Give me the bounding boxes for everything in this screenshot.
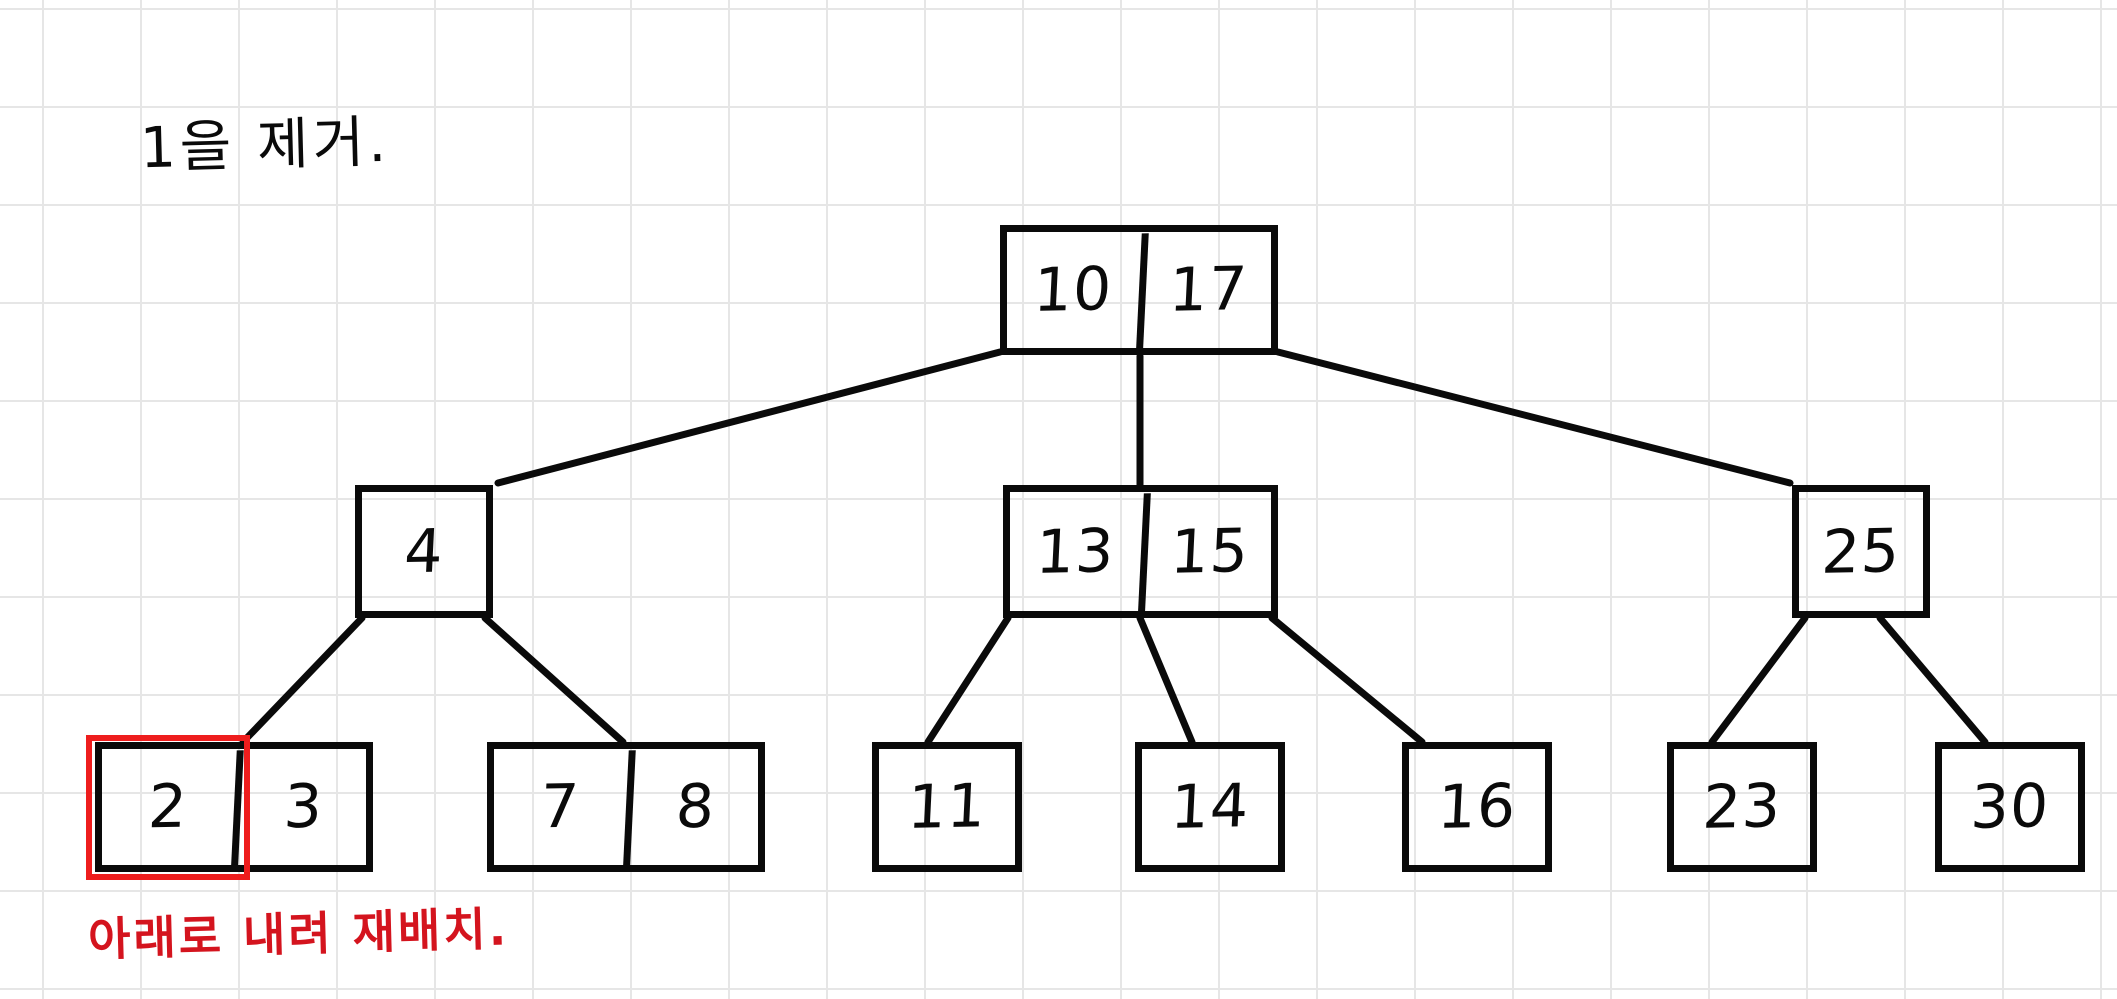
btree-key-cell[interactable]: 7	[538, 771, 582, 843]
btree-node-leaf-2[interactable]: 7 8	[487, 742, 765, 872]
btree-node-leaf-4[interactable]: 14	[1135, 742, 1285, 872]
btree-node-internal-right[interactable]: 25	[1792, 485, 1930, 618]
btree-node-leaf-7[interactable]: 30	[1935, 742, 2085, 872]
btree-key-cell[interactable]: 10	[1032, 254, 1114, 326]
btree-key-cell[interactable]: 8	[623, 747, 761, 867]
edge-internal-left-to-leaf-2	[481, 614, 627, 746]
edge-internal-left-to-leaf-1	[239, 614, 366, 746]
btree-key-cell[interactable]: 16	[1436, 771, 1518, 843]
btree-node-internal-middle[interactable]: 13 15	[1003, 485, 1278, 618]
edge-root-to-internal-right	[1274, 348, 1794, 487]
btree-node-leaf-1[interactable]: 2 3	[95, 742, 373, 872]
btree-key-cell[interactable]: 13	[1034, 515, 1117, 588]
btree-key-cell[interactable]: 25	[1820, 515, 1902, 588]
btree-key-cell[interactable]: 11	[906, 771, 988, 843]
edge-internal-middle-to-leaf-5	[1268, 614, 1426, 746]
edge-internal-right-to-leaf-6	[1708, 614, 1809, 746]
btree-node-leaf-6[interactable]: 23	[1667, 742, 1817, 872]
btree-node-root[interactable]: 10 17	[1000, 225, 1278, 355]
btree-key-cell[interactable]: 3	[231, 747, 369, 867]
btree-node-leaf-3[interactable]: 11	[872, 742, 1022, 872]
annotation-remove-1: 1을 제거.	[139, 109, 391, 182]
btree-key-cell-highlighted[interactable]: 2	[146, 771, 190, 843]
btree-key-cell[interactable]: 14	[1169, 771, 1251, 843]
btree-node-internal-left[interactable]: 4	[355, 485, 493, 618]
btree-key-cell[interactable]: 15	[1137, 490, 1274, 613]
edge-root-to-internal-left	[494, 348, 1004, 487]
edge-internal-middle-to-leaf-4	[1136, 614, 1196, 746]
edge-internal-right-to-leaf-7	[1876, 614, 1989, 746]
btree-node-leaf-5[interactable]: 16	[1402, 742, 1552, 872]
btree-key-cell[interactable]: 23	[1701, 771, 1783, 843]
annotation-move-down-rearrange: 아래로 내려 재배치.	[87, 901, 510, 967]
edge-internal-middle-to-leaf-3	[924, 614, 1012, 746]
btree-key-cell[interactable]: 4	[402, 516, 446, 587]
btree-key-cell[interactable]: 17	[1136, 230, 1274, 350]
btree-key-cell[interactable]: 30	[1969, 771, 2051, 843]
